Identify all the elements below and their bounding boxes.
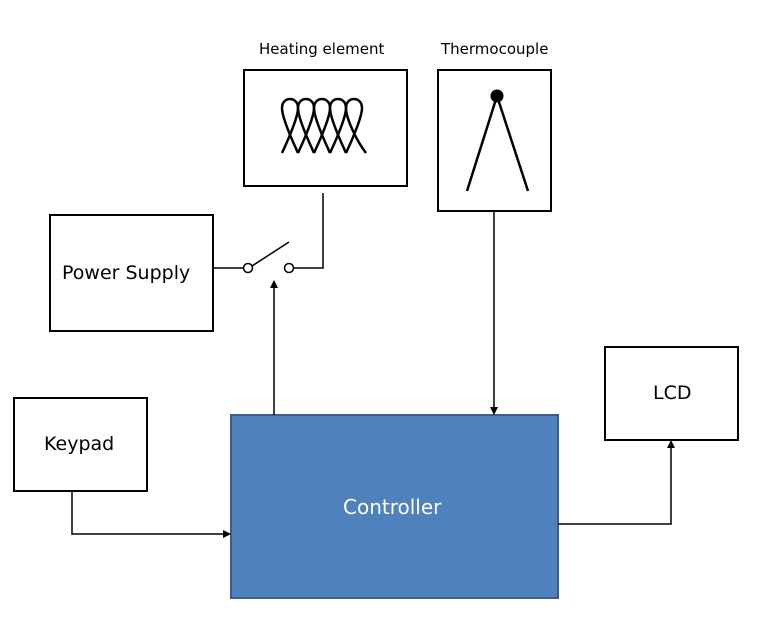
thermocouple-probe-icon (465, 89, 530, 192)
coil-icon (280, 97, 367, 154)
power-supply-label: Power Supply (62, 262, 191, 284)
controller-to-lcd-arrow (558, 440, 675, 525)
lcd-label: LCD (653, 382, 692, 404)
keypad-label: Keypad (44, 433, 115, 455)
controller-box (230, 414, 559, 599)
heating-element-label: Heating element (259, 40, 385, 58)
lcd-box (604, 346, 739, 441)
keypad-to-controller-arrow (71, 491, 231, 538)
controller-label: Controller (343, 495, 442, 519)
switch-icon (213, 193, 324, 274)
thermocouple-label: Thermocouple (441, 40, 549, 58)
keypad-box (13, 397, 148, 492)
power-supply-box (49, 214, 214, 332)
